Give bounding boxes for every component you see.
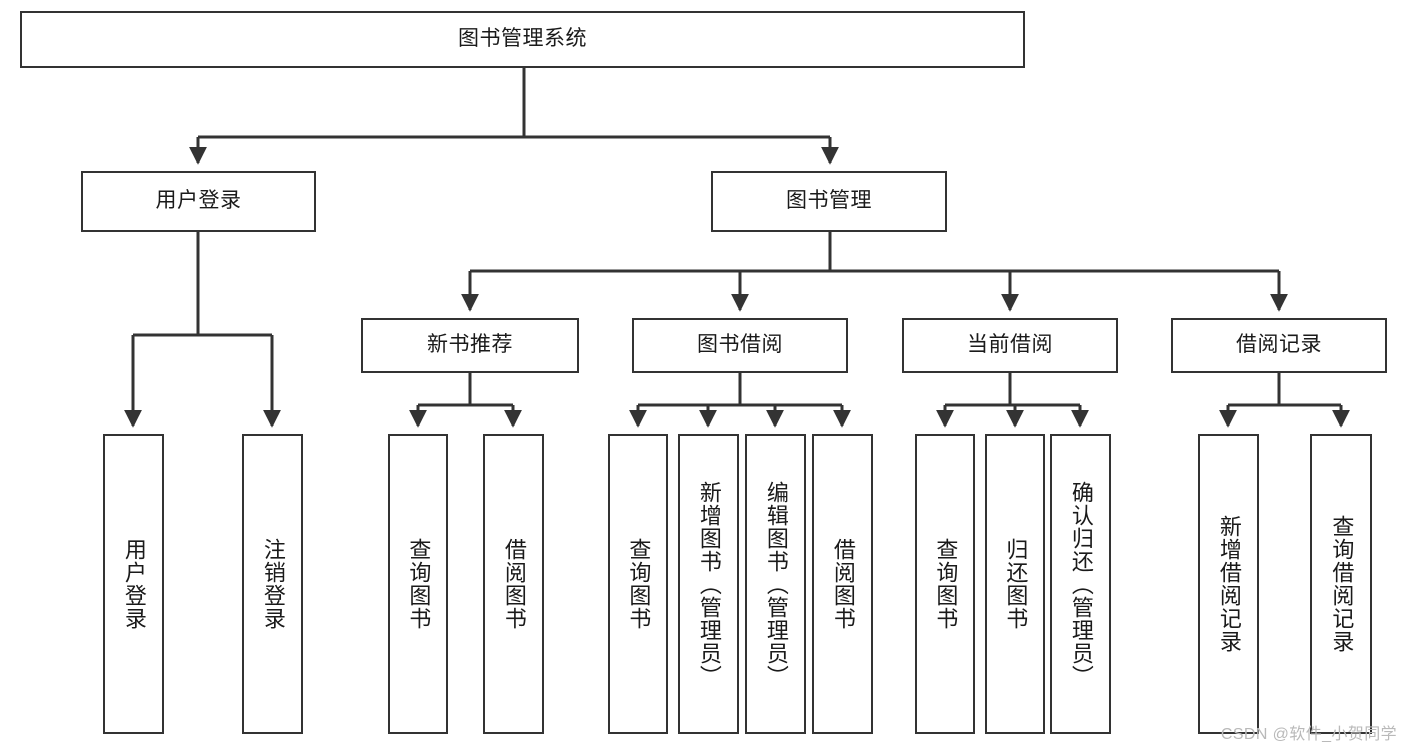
node-label: 查询借阅记录 [1329, 515, 1355, 653]
node-current-borrow[interactable]: 当前借阅 [902, 318, 1118, 373]
node-book-borrow[interactable]: 图书借阅 [632, 318, 848, 373]
node-book-management[interactable]: 图书管理 [711, 171, 947, 232]
node-label: 确认归还（管理员） [1068, 480, 1094, 688]
node-label: 借阅图书 [830, 538, 856, 630]
node-leaf-borrow-books-1[interactable]: 借阅图书 [483, 434, 544, 734]
node-label: 新增图书（管理员） [696, 480, 722, 688]
watermark-text: CSDN @软件_小贺同学 [1220, 726, 1397, 743]
node-label: 新书推荐 [427, 333, 513, 357]
node-leaf-borrow-books-2[interactable]: 借阅图书 [812, 434, 873, 734]
node-leaf-add-book-admin[interactable]: 新增图书（管理员） [678, 434, 739, 734]
node-label: 注销登录 [260, 538, 286, 630]
node-label: 图书管理系统 [458, 27, 587, 51]
node-leaf-query-books-2[interactable]: 查询图书 [608, 434, 668, 734]
node-leaf-query-borrow-record[interactable]: 查询借阅记录 [1310, 434, 1372, 734]
node-label: 借阅图书 [501, 538, 527, 630]
node-label: 用户登录 [121, 538, 147, 630]
node-leaf-query-books-1[interactable]: 查询图书 [388, 434, 448, 734]
node-label: 借阅记录 [1236, 333, 1322, 357]
node-leaf-add-borrow-record[interactable]: 新增借阅记录 [1198, 434, 1259, 734]
node-label: 当前借阅 [967, 333, 1053, 357]
node-label: 查询图书 [406, 538, 432, 630]
node-label: 用户登录 [155, 189, 242, 213]
node-user-login[interactable]: 用户登录 [81, 171, 316, 232]
node-leaf-query-books-3[interactable]: 查询图书 [915, 434, 975, 734]
node-label: 图书借阅 [697, 333, 783, 357]
node-borrow-record[interactable]: 借阅记录 [1171, 318, 1387, 373]
node-label: 查询图书 [933, 538, 959, 630]
node-leaf-user-logout[interactable]: 注销登录 [242, 434, 303, 734]
node-leaf-confirm-return-admin[interactable]: 确认归还（管理员） [1050, 434, 1111, 734]
node-root-system[interactable]: 图书管理系统 [20, 11, 1025, 68]
node-label: 新增借阅记录 [1216, 515, 1242, 653]
node-leaf-user-login[interactable]: 用户登录 [103, 434, 164, 734]
node-label: 归还图书 [1003, 538, 1029, 630]
node-label: 编辑图书（管理员） [763, 480, 789, 688]
node-label: 图书管理 [786, 189, 872, 213]
node-new-book-recommend[interactable]: 新书推荐 [361, 318, 579, 373]
node-label: 查询图书 [626, 538, 652, 630]
node-leaf-edit-book-admin[interactable]: 编辑图书（管理员） [745, 434, 806, 734]
node-leaf-return-books[interactable]: 归还图书 [985, 434, 1045, 734]
